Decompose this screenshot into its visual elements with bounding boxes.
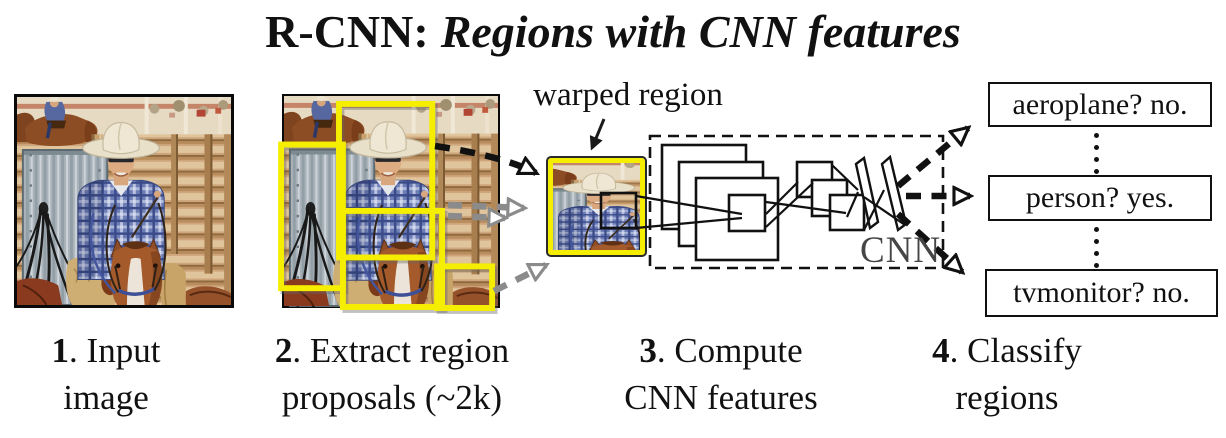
warped-label-arrow <box>589 118 606 151</box>
classification-label: aeroplane? no. <box>1012 87 1188 121</box>
classification-box-tvmonitor: tvmonitor? no. <box>985 269 1218 317</box>
classification-label: tvmonitor? no. <box>1013 276 1190 309</box>
step-text: proposals (~2k) <box>281 378 503 417</box>
classification-box-aeroplane: aeroplane? no. <box>988 82 1212 127</box>
step-caption-4: 4. Classify regions <box>877 327 1137 421</box>
step-number: 3 <box>639 331 657 370</box>
step-caption-2: 2. Extract region proposals (~2k) <box>250 327 534 421</box>
cnn-fc-layer <box>880 154 908 233</box>
warp-arrow-gray <box>492 262 546 294</box>
input-image <box>14 94 234 308</box>
figure-title: R-CNN:Regions with CNN features <box>0 6 1226 59</box>
step-caption-3: 3. Compute CNN features <box>585 327 857 421</box>
figure-title-emphasis: Regions with CNN features <box>440 6 961 57</box>
classify-arrow <box>895 128 968 189</box>
ellipsis-dots <box>1094 227 1099 268</box>
classification-box-person: person? yes. <box>988 175 1212 221</box>
step-caption-1: 1. Input image <box>8 327 204 421</box>
figure-title-prefix: R-CNN: <box>265 6 429 57</box>
step-text: . Compute <box>656 331 803 370</box>
step-text: . Classify <box>949 331 1082 370</box>
region-proposals-image <box>278 94 500 314</box>
warped-region-image <box>546 156 647 257</box>
step-text: image <box>63 378 149 417</box>
step-text: regions <box>955 378 1059 417</box>
cnn-label: CNN <box>860 230 942 271</box>
step-number: 2 <box>274 331 293 370</box>
step-number: 4 <box>932 331 950 370</box>
step-number: 1 <box>51 331 70 370</box>
warped-region-label: warped region <box>533 77 723 113</box>
step-text: . Input <box>69 331 161 370</box>
region-proposal-box <box>339 207 445 310</box>
ellipsis-dots <box>1094 133 1099 174</box>
cnn-connections <box>635 164 906 231</box>
region-proposal-box <box>336 100 436 261</box>
step-text: CNN features <box>624 378 818 417</box>
classification-label: person? yes. <box>1025 181 1175 214</box>
step-text: . Extract region <box>292 331 510 370</box>
cnn-fc-layer <box>854 155 880 231</box>
region-proposal-box <box>434 263 496 311</box>
region-proposal-boxes <box>278 100 496 311</box>
